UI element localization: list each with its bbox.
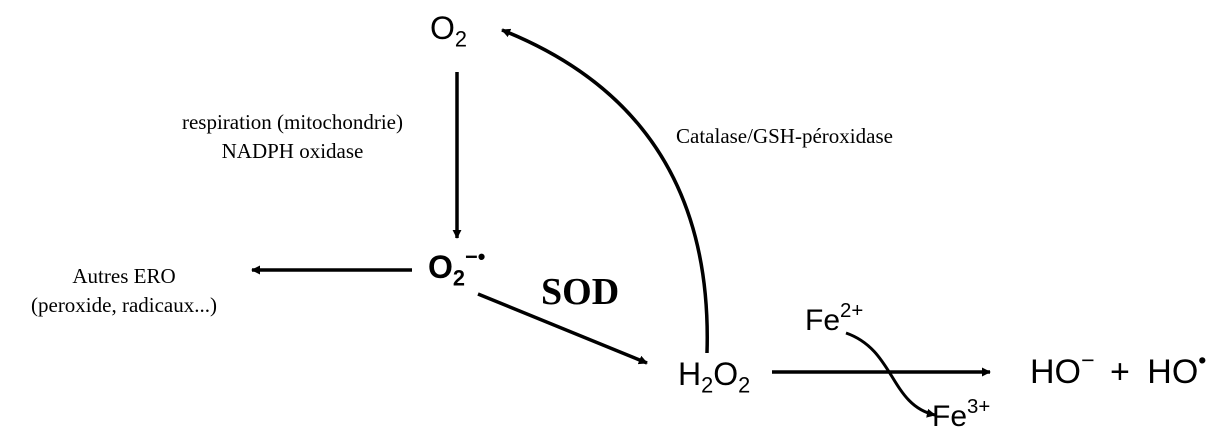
fenton-products: HO− + HO• bbox=[1030, 347, 1206, 392]
hydroxide-charge: − bbox=[1081, 346, 1095, 373]
species-h2o2: H2O2 bbox=[678, 356, 751, 398]
source-labels: respiration (mitochondrie) NADPH oxidase bbox=[140, 108, 445, 166]
species-fe3: Fe3+ bbox=[932, 395, 991, 433]
source-label-respiration: respiration (mitochondrie) bbox=[181, 110, 403, 134]
product-hydroxyl-radical: HO bbox=[1147, 353, 1199, 391]
radical-dot: • bbox=[1198, 346, 1207, 373]
superoxide-charge: −• bbox=[465, 243, 486, 269]
plus-sign: + bbox=[1109, 353, 1130, 391]
other-ros-labels: Autres ERO (peroxide, radicaux...) bbox=[0, 262, 248, 320]
species-superoxide: O2−• bbox=[428, 243, 486, 291]
arrow-fe2-to-fe3 bbox=[845, 331, 936, 418]
arrow-superoxide-to-h2o2 bbox=[477, 292, 648, 365]
arrow-h2o2-to-o2 bbox=[501, 28, 709, 354]
other-ros-label: Autres ERO bbox=[72, 264, 176, 288]
enzyme-catalase-label: Catalase/GSH-péroxidase bbox=[676, 124, 893, 148]
species-fe2: Fe2+ bbox=[805, 299, 864, 337]
source-label-nadph-oxidase: NADPH oxidase bbox=[221, 139, 364, 163]
product-hydroxide: HO bbox=[1030, 353, 1081, 391]
species-o2: O2 bbox=[430, 10, 467, 52]
other-ros-examples: (peroxide, radicaux...) bbox=[31, 293, 217, 317]
enzyme-sod-label: SOD bbox=[541, 271, 620, 313]
